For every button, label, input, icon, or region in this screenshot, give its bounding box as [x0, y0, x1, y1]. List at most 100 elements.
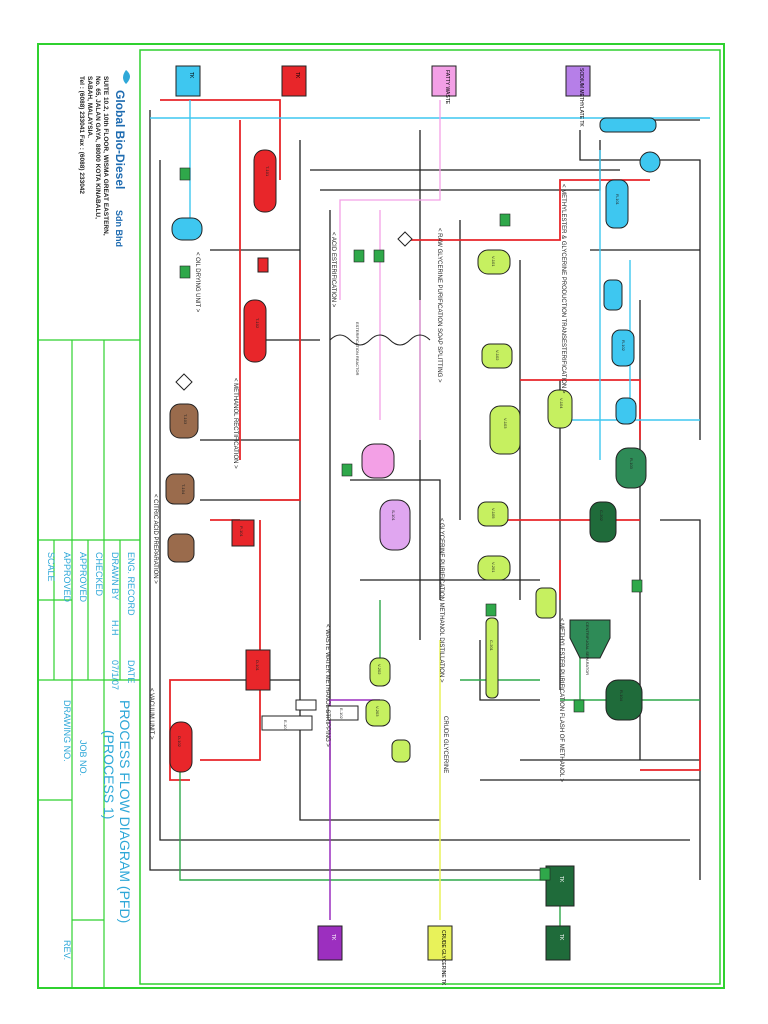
approved-label-1: APPROVED — [78, 552, 88, 603]
vessel-pink-2 — [379, 499, 411, 551]
vessel-green-10 — [391, 739, 411, 763]
heat-exchanger-1 — [261, 715, 313, 731]
vessel-red-5 — [169, 721, 193, 773]
tag-v-201: V-201 — [491, 562, 496, 573]
tag-s-101: S-101 — [391, 510, 396, 521]
tag-r-103: R-103 — [629, 458, 634, 470]
vessel-green-6 — [477, 555, 511, 581]
unit-label-crude-glycerine: CRUDE GLYCERINE — [442, 716, 448, 773]
checked-label: CHECKED — [94, 552, 104, 597]
tag-v-105: V-105 — [491, 508, 496, 519]
piping-black — [149, 110, 701, 880]
tag-t-101: T-101 — [265, 166, 270, 177]
tank-top-3 — [431, 65, 457, 97]
tank-bottom-4 — [545, 925, 571, 961]
vessel-green-4 — [547, 389, 573, 429]
tag-d-102: D-102 — [177, 736, 182, 748]
tag-r-101: R-101 — [615, 194, 620, 206]
instrument-diamonds — [175, 231, 413, 391]
heat-exchanger-3 — [295, 699, 317, 711]
unit-label-vacuum: < VACUUM UNIT > — [148, 688, 154, 740]
esterification-coil — [329, 334, 431, 346]
tag-c-202: C-202 — [599, 510, 604, 522]
drawing-border — [37, 43, 725, 989]
unit-label-methylester-purification: < METHYLESTER PURIFICATION FLASH OF METH… — [558, 618, 564, 783]
tag-r-104: R-104 — [619, 690, 624, 702]
tank-bottom-1-label: TK — [330, 934, 336, 941]
unit-label-glycerine-purification: < GLYCERINE PURIFICATION METHANOL DISTIL… — [438, 518, 444, 683]
tag-v-202: V-202 — [377, 664, 382, 675]
title-block-text: ENG. RECORD DATE DRAWN BY H.H 07/1/07 CH… — [46, 552, 136, 960]
approved-label-2: APPROVED — [62, 552, 72, 603]
vessel-green-3 — [489, 405, 521, 455]
tag-v-103: V-103 — [503, 418, 508, 429]
company-logo-icon — [123, 70, 130, 84]
vessel-red-3 — [231, 519, 255, 547]
vessel-cyan-1 — [171, 217, 203, 241]
centrifugal-separator — [569, 619, 611, 659]
vessel-green-2 — [481, 343, 513, 369]
tag-c-201: C-201 — [489, 640, 494, 652]
unit-label-citric-acid: < CITRIC ACID PREPARATION > — [152, 494, 158, 584]
tag-t-103: T-103 — [183, 414, 188, 425]
tank-bottom-3-label: TK — [558, 876, 564, 883]
company-address-2: No. 65, JALAN GAYA, 88000 KOTA KINABALU, — [94, 76, 101, 219]
drawing-no-label: DRAWING NO. — [62, 700, 72, 762]
rev-label: REV. — [62, 940, 72, 960]
inner-frame — [139, 49, 721, 985]
vessel-cyan-7 — [639, 151, 661, 173]
vessel-green-5 — [477, 501, 509, 527]
unit-labels: < OIL DRYING UNIT > < ACID ESTERIFICATIO… — [148, 184, 590, 783]
tag-r-102: R-102 — [621, 340, 626, 352]
tag-p-101: P-101 — [239, 526, 244, 537]
tank-bottom-2-label: CRUDE GLYCERINE TK — [440, 930, 446, 986]
date-label: DATE — [126, 660, 136, 683]
drawing-title: PROCESS FLOW DIAGRAM (PFD) — [117, 700, 133, 923]
tank-bottom-3 — [545, 865, 575, 907]
tag-v-102: V-102 — [495, 350, 500, 361]
tank-top-1-label: TK — [188, 72, 194, 79]
vessel-darkgreen-2 — [589, 501, 617, 543]
vessel-green-9 — [365, 699, 391, 727]
company-suffix: Sdn Bhd — [114, 210, 124, 247]
unit-label-methanol-rectification: < METHANOL RECTIFICATION > — [232, 378, 238, 469]
tank-bottom-1 — [317, 925, 343, 961]
tank-top-1 — [175, 65, 201, 97]
tank-bottom-2 — [427, 925, 453, 961]
piping-pink — [339, 100, 441, 440]
unit-label-raw-glycerine: < RAW GLYCERINE PURIFICATION SOAP SPLITT… — [436, 228, 442, 383]
vessel-red-4 — [245, 649, 271, 691]
vessel-cyan-4 — [611, 329, 635, 367]
vessel-red-2 — [243, 299, 267, 363]
title-block — [38, 339, 140, 988]
scale-label: SCALE — [46, 552, 56, 582]
date-value: 07/1/07 — [110, 660, 120, 690]
vessel-green-1 — [477, 249, 511, 275]
unit-label-acid-esterification: < ACID ESTERIFICATION > — [330, 232, 336, 308]
unit-label-oil-drying: < OIL DRYING UNIT > — [194, 252, 200, 313]
vessel-red-6 — [257, 257, 269, 273]
vessel-green-7 — [485, 617, 499, 699]
job-no-label: JOB NO. — [78, 740, 88, 776]
company-block: Global Bio-Diesel Sdn Bhd SUITE 10.2, 10… — [78, 70, 130, 247]
company-address-1: SUITE 10.2, 10th FLOOR, WISMA GREAT EAST… — [102, 76, 109, 236]
drawn-by-value: H.H — [110, 620, 120, 636]
tank-top-3-label: FATTY WASTE — [444, 70, 450, 105]
tank-top-4-label: SODIUM METHYLATE TK — [578, 68, 584, 127]
vessel-cyan-6 — [599, 117, 657, 133]
tag-v-101: V-101 — [491, 256, 496, 267]
vessel-pink-1 — [361, 443, 395, 479]
tank-bottom-4-label: TK — [558, 934, 564, 941]
tag-t-102: T-102 — [255, 318, 260, 329]
company-name: Global Bio-Diesel — [113, 90, 127, 189]
vessel-darkgreen-3 — [605, 679, 643, 721]
vessel-red-1 — [253, 149, 277, 213]
drawn-by-label: DRAWN BY — [110, 552, 120, 600]
vessel-green-11 — [535, 587, 557, 619]
vessel-brown-2 — [165, 473, 195, 505]
tank-top-2-label: TK — [294, 72, 300, 79]
tank-top-4 — [565, 65, 591, 97]
unit-label-centrifugal-separator: CENTRIFUGAL SEPARATOR — [585, 622, 590, 675]
vessel-brown-3 — [167, 533, 195, 563]
